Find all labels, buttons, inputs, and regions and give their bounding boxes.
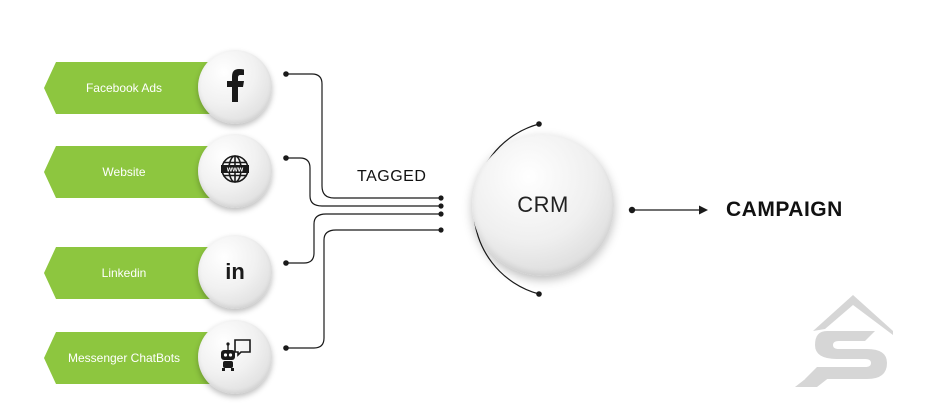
tagged-label: TAGGED bbox=[357, 168, 427, 185]
crm-hub: CRM bbox=[472, 134, 614, 276]
source-label: Facebook Ads bbox=[85, 81, 163, 95]
dot-in-2 bbox=[438, 203, 444, 209]
source-label: Messenger ChatBots bbox=[67, 351, 181, 365]
source-label: Website bbox=[102, 165, 146, 179]
source-facebook: Facebook Ads bbox=[0, 38, 300, 124]
connector-chatbot bbox=[286, 229, 441, 349]
dot-linkedin bbox=[283, 260, 289, 266]
dot-website bbox=[283, 155, 289, 161]
campaign-label: CAMPAIGN bbox=[726, 198, 843, 221]
dot-chatbot bbox=[283, 345, 289, 351]
campaign-arrow-head bbox=[699, 205, 708, 215]
connector-facebook bbox=[286, 73, 441, 199]
linkedin-icon: in bbox=[225, 259, 245, 284]
connector-website bbox=[286, 157, 441, 207]
dot-facebook bbox=[283, 71, 289, 77]
source-banner bbox=[44, 146, 224, 198]
source-disc bbox=[198, 50, 272, 124]
dot-in-1 bbox=[438, 195, 444, 201]
source-disc: www bbox=[198, 134, 272, 208]
source-banner bbox=[44, 247, 224, 299]
crm-label: CRM bbox=[517, 192, 569, 217]
facebook-icon bbox=[224, 68, 246, 107]
dot-in-4 bbox=[438, 227, 444, 233]
svg-text:www: www bbox=[226, 166, 244, 173]
arc-dot-bottom bbox=[536, 291, 542, 297]
campaign-arrow-dot bbox=[628, 206, 636, 214]
source-banner bbox=[44, 62, 224, 114]
dot-in-3 bbox=[438, 211, 444, 217]
source-website: Website www bbox=[0, 122, 300, 208]
globe-www-icon: www bbox=[220, 154, 250, 189]
source-chatbots: Messenger ChatBots bbox=[0, 308, 300, 394]
source-banner bbox=[44, 332, 224, 384]
source-disc: in bbox=[198, 235, 272, 309]
connector-linkedin bbox=[286, 213, 441, 264]
source-disc bbox=[198, 320, 272, 394]
source-label: Linkedin bbox=[101, 266, 147, 280]
source-linkedin: Linkedin in bbox=[0, 223, 300, 309]
s-logo-icon bbox=[795, 295, 895, 392]
chatbot-icon bbox=[217, 337, 253, 378]
arc-dot-top bbox=[536, 121, 542, 127]
